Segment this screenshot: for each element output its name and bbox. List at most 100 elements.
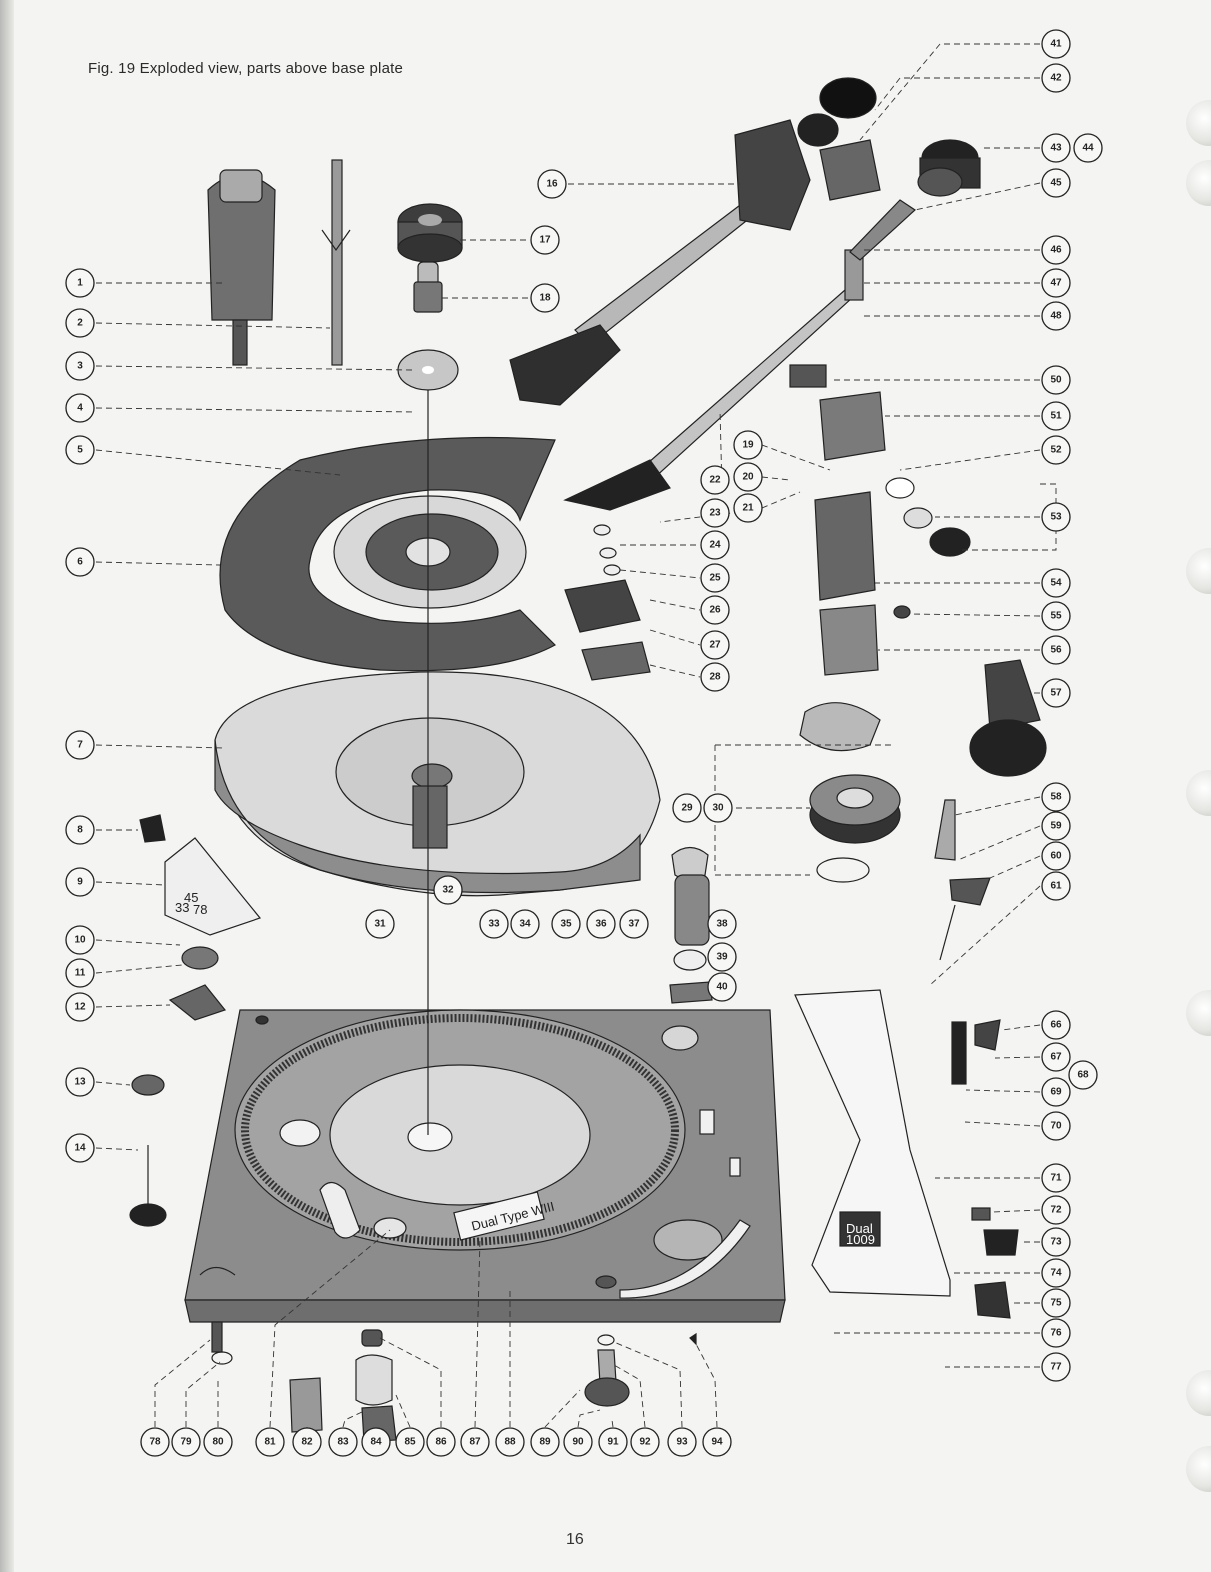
svg-text:28: 28 — [709, 672, 721, 683]
callout-36: 36 — [586, 909, 616, 939]
callout-6: 6 — [65, 547, 95, 577]
callout-57: 57 — [1041, 678, 1071, 708]
callout-42: 42 — [1041, 63, 1071, 93]
svg-text:61: 61 — [1050, 881, 1062, 892]
svg-text:60: 60 — [1050, 851, 1062, 862]
svg-text:36: 36 — [595, 919, 607, 930]
svg-text:90: 90 — [572, 1437, 584, 1448]
callout-9: 9 — [65, 867, 95, 897]
svg-text:50: 50 — [1050, 375, 1062, 386]
svg-text:58: 58 — [1050, 792, 1062, 803]
svg-text:54: 54 — [1050, 578, 1062, 589]
callout-89: 89 — [530, 1427, 560, 1457]
svg-text:25: 25 — [709, 573, 721, 584]
svg-text:6: 6 — [77, 557, 83, 568]
svg-text:59: 59 — [1050, 821, 1062, 832]
svg-text:33: 33 — [488, 919, 500, 930]
callout-86: 86 — [426, 1427, 456, 1457]
callout-70: 70 — [1041, 1111, 1071, 1141]
svg-text:92: 92 — [639, 1437, 651, 1448]
svg-text:10: 10 — [74, 935, 86, 946]
callout-66: 66 — [1041, 1010, 1071, 1040]
svg-text:19: 19 — [742, 440, 754, 451]
callout-22: 22 — [700, 465, 730, 495]
page-number: 16 — [566, 1531, 584, 1548]
callout-81: 81 — [255, 1427, 285, 1457]
lever-parts — [934, 799, 991, 961]
speed-33: 33 — [175, 900, 189, 915]
callout-26: 26 — [700, 595, 730, 625]
svg-text:77: 77 — [1050, 1362, 1062, 1373]
callout-4: 4 — [65, 393, 95, 423]
svg-text:13: 13 — [74, 1077, 86, 1088]
svg-text:43: 43 — [1050, 143, 1062, 154]
svg-text:47: 47 — [1050, 278, 1062, 289]
arm-base-ring — [799, 702, 901, 883]
callout-84: 84 — [361, 1427, 391, 1457]
callout-85: 85 — [395, 1427, 425, 1457]
svg-text:27: 27 — [709, 640, 721, 651]
callout-56: 56 — [1041, 635, 1071, 665]
callout-24: 24 — [700, 530, 730, 560]
callout-55: 55 — [1041, 601, 1071, 631]
svg-text:39: 39 — [716, 952, 728, 963]
callout-19: 19 — [733, 430, 763, 460]
svg-text:74: 74 — [1050, 1268, 1062, 1279]
callout-59: 59 — [1041, 811, 1071, 841]
platter — [214, 671, 661, 897]
drive-pulley-parts — [669, 846, 713, 1004]
callout-25: 25 — [700, 563, 730, 593]
callout-80: 80 — [203, 1427, 233, 1457]
counterweight — [849, 139, 981, 261]
callout-87: 87 — [460, 1427, 490, 1457]
svg-text:34: 34 — [519, 919, 531, 930]
callout-17: 17 — [530, 225, 560, 255]
svg-text:4: 4 — [77, 403, 83, 414]
arm-bracket-upper — [789, 364, 971, 557]
under-parts — [211, 1321, 697, 1443]
callout-27: 27 — [700, 630, 730, 660]
base-plate — [184, 1009, 786, 1323]
turntable-mat — [219, 436, 556, 672]
svg-text:68: 68 — [1077, 1070, 1089, 1081]
callout-77: 77 — [1041, 1352, 1071, 1382]
tone-arm-lower — [563, 249, 864, 511]
svg-text:87: 87 — [469, 1437, 481, 1448]
svg-text:81: 81 — [264, 1437, 276, 1448]
spindle-sleeve — [413, 261, 443, 313]
callout-52: 52 — [1041, 435, 1071, 465]
callout-41: 41 — [1041, 29, 1071, 59]
svg-text:18: 18 — [539, 293, 551, 304]
svg-text:91: 91 — [607, 1437, 619, 1448]
svg-text:14: 14 — [74, 1143, 86, 1154]
callout-44: 44 — [1073, 133, 1103, 163]
callout-12: 12 — [65, 992, 95, 1022]
svg-text:89: 89 — [539, 1437, 551, 1448]
svg-text:78: 78 — [149, 1437, 161, 1448]
svg-text:11: 11 — [75, 968, 86, 979]
callout-73: 73 — [1041, 1227, 1071, 1257]
svg-text:40: 40 — [716, 982, 728, 993]
svg-text:31: 31 — [374, 919, 386, 930]
cartridge-slide — [564, 524, 651, 681]
svg-text:70: 70 — [1050, 1121, 1062, 1132]
callout-3: 3 — [65, 351, 95, 381]
callout-61: 61 — [1041, 871, 1071, 901]
callout-53: 53 — [1041, 502, 1071, 532]
callout-38: 38 — [707, 909, 737, 939]
changer-sleeve — [207, 169, 276, 366]
svg-text:88: 88 — [504, 1437, 516, 1448]
svg-text:7: 7 — [77, 740, 83, 751]
svg-text:35: 35 — [560, 919, 572, 930]
callouts: 1 2 3 4 5 6 7 8 9 10 11 12 13 14 16 17 1… — [65, 29, 1103, 1457]
callout-31: 31 — [365, 909, 395, 939]
callout-21: 21 — [733, 493, 763, 523]
leader-lines — [95, 43, 1057, 1435]
svg-text:57: 57 — [1050, 688, 1062, 699]
callout-7: 7 — [65, 730, 95, 760]
callout-76: 76 — [1041, 1318, 1071, 1348]
callout-78: 78 — [140, 1427, 170, 1457]
callout-13: 13 — [65, 1067, 95, 1097]
svg-text:38: 38 — [716, 919, 728, 930]
callout-83: 83 — [328, 1427, 358, 1457]
